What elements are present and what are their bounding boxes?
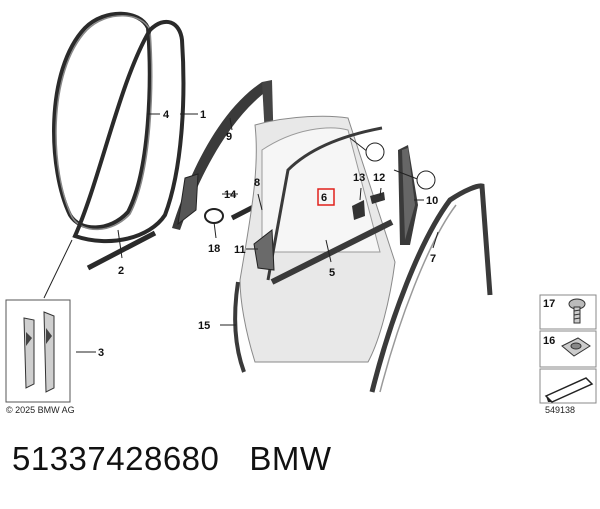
part-caption: 51337428680 BMW — [12, 440, 362, 478]
belt-strip-5 — [270, 219, 394, 285]
detail-inset — [5, 299, 71, 403]
callout-5: 5 — [329, 267, 335, 279]
callout-circle-16 — [365, 142, 385, 162]
door-window-frame — [261, 127, 381, 253]
pillar-cover-10-face — [402, 148, 415, 240]
triangle-trim-14 — [177, 173, 199, 226]
detail-piece-b-mark — [46, 328, 52, 344]
window-channel — [266, 126, 383, 281]
callout-18: 18 — [208, 243, 220, 255]
callout-13: 13 — [353, 172, 365, 184]
highlight-box — [317, 188, 335, 206]
callout-9: 9 — [226, 131, 232, 143]
grommet-18 — [204, 208, 224, 224]
callout-10: 10 — [426, 195, 438, 207]
clip-13 — [352, 200, 365, 220]
diagram-id: 549138 — [545, 405, 576, 415]
detail-piece-a-mark — [26, 332, 32, 346]
callout-4: 4 — [163, 109, 170, 121]
callout-2: 2 — [118, 265, 124, 277]
callout-circle-17 — [416, 170, 436, 190]
callout-3: 3 — [98, 347, 104, 359]
callout-1: 1 — [200, 109, 206, 121]
callout-6: 6 — [321, 192, 327, 204]
frame-strip-7-inner — [379, 204, 457, 393]
leader-lines — [43, 113, 439, 353]
detail-piece-a — [23, 317, 35, 389]
brand-label: BMW — [249, 440, 332, 477]
callout-15: 15 — [198, 320, 210, 332]
mirror-patch-11 — [253, 229, 275, 271]
screw-icon — [568, 298, 586, 324]
callout-14: 14 — [224, 189, 237, 201]
clip-nut-icon — [561, 337, 591, 357]
part-number: 51337428680 — [12, 440, 220, 477]
door-seal-outer — [52, 11, 153, 231]
copyright-notice: © 2025 BMW AG — [6, 405, 75, 415]
sill-seal — [86, 230, 157, 271]
legend-label-16: 16 — [543, 335, 555, 347]
callout-12: 12 — [373, 172, 385, 184]
legend-label-17: 17 — [543, 298, 555, 310]
door-seal-inner — [72, 19, 186, 244]
frame-strip-7 — [369, 183, 493, 393]
callout-7: 7 — [430, 253, 436, 265]
callout-11: 11 — [234, 244, 246, 256]
clip-12 — [370, 192, 385, 204]
detail-piece-b — [43, 311, 55, 393]
callout-8: 8 — [254, 177, 260, 189]
vertical-seal-15 — [233, 281, 246, 373]
arrow-icon — [544, 377, 594, 403]
